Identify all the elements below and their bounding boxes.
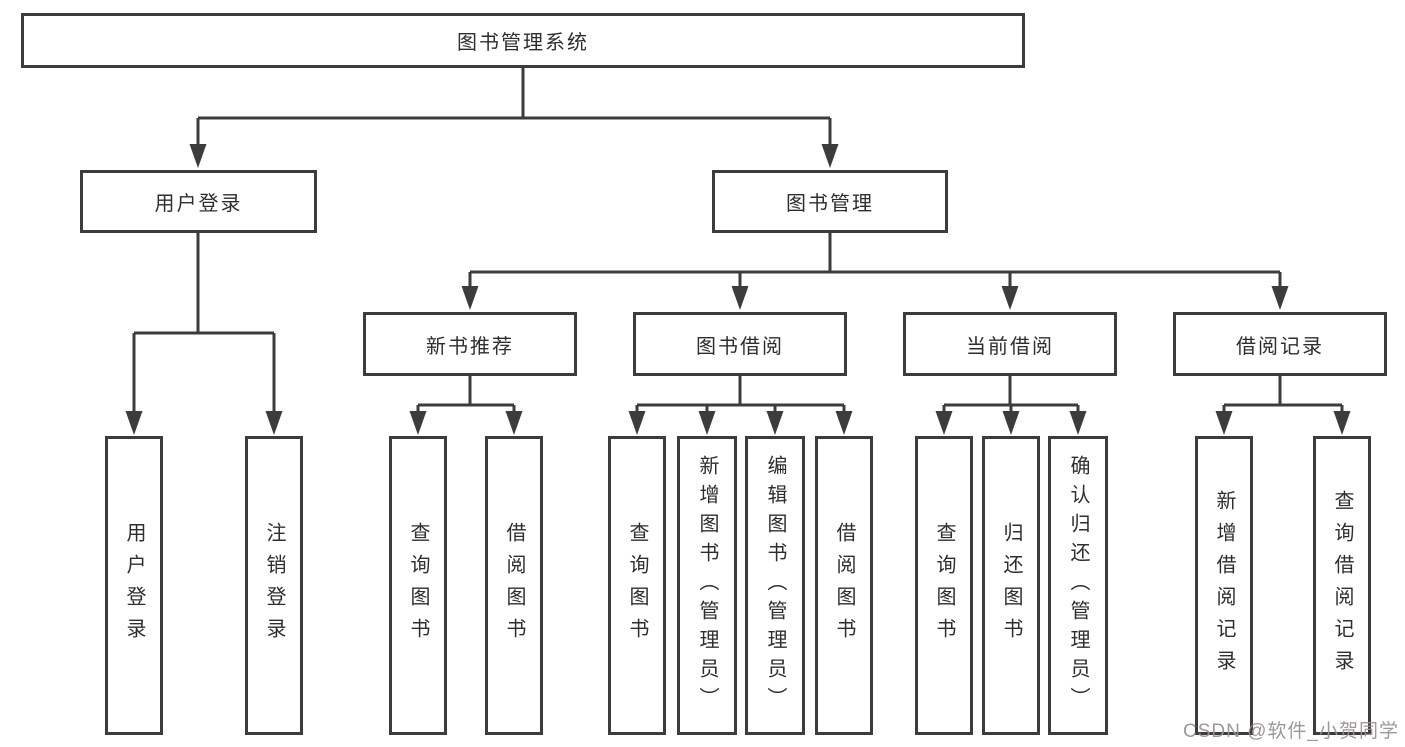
node-user-login: 用户登录: [80, 170, 317, 233]
csdn-watermark: CSDN @软件_小贺同学: [1183, 721, 1399, 742]
node-label: 查询图书: [933, 521, 955, 650]
node-label: 查询图书: [407, 521, 429, 650]
leaf-borrow-books: 借阅图书: [815, 436, 873, 735]
leaf-logout: 注销登录: [245, 436, 303, 735]
node-label: 编辑图书（管理员）: [764, 455, 786, 716]
leaf-edit-books-admin: 编辑图书（管理员）: [745, 436, 805, 735]
leaf-user-login: 用户登录: [105, 436, 163, 735]
node-book-borrow: 图书借阅: [633, 312, 847, 376]
node-label: 注销登录: [263, 521, 285, 650]
node-label: 借阅图书: [833, 521, 855, 650]
node-label: 借阅图书: [503, 521, 525, 650]
node-label: 确认归还（管理员）: [1067, 455, 1089, 716]
node-label: 新增图书（管理员）: [696, 455, 718, 716]
leaf-query-books-current: 查询图书: [915, 436, 973, 735]
node-label: 当前借阅: [966, 335, 1054, 358]
node-label: 图书管理系统: [457, 32, 589, 54]
node-label: 用户登录: [154, 193, 243, 215]
node-root-library-system: 图书管理系统: [21, 13, 1025, 68]
leaf-borrow-books-recommend: 借阅图书: [485, 436, 543, 735]
node-label: 图书借阅: [696, 335, 784, 358]
node-current-borrow: 当前借阅: [903, 312, 1117, 376]
node-book-management: 图书管理: [712, 170, 948, 233]
node-label: 新增借阅记录: [1213, 489, 1235, 682]
node-new-book-recommend: 新书推荐: [363, 312, 577, 376]
node-label: 用户登录: [123, 521, 145, 650]
node-label: 查询图书: [626, 521, 648, 650]
leaf-add-borrow-record: 新增借阅记录: [1195, 436, 1253, 735]
node-label: 新书推荐: [426, 335, 514, 358]
leaf-query-borrow-record: 查询借阅记录: [1313, 436, 1371, 735]
node-label: 图书管理: [786, 193, 874, 215]
leaf-add-books-admin: 新增图书（管理员）: [677, 436, 737, 735]
node-label: 查询借阅记录: [1331, 489, 1353, 682]
leaf-return-books: 归还图书: [982, 436, 1040, 735]
node-label: 借阅记录: [1236, 335, 1324, 358]
node-borrow-records: 借阅记录: [1173, 312, 1387, 376]
node-label: 归还图书: [1000, 521, 1022, 650]
leaf-query-books-recommend: 查询图书: [389, 436, 447, 735]
leaf-confirm-return-admin: 确认归还（管理员）: [1048, 436, 1108, 735]
leaf-query-books-borrow: 查询图书: [608, 436, 666, 735]
